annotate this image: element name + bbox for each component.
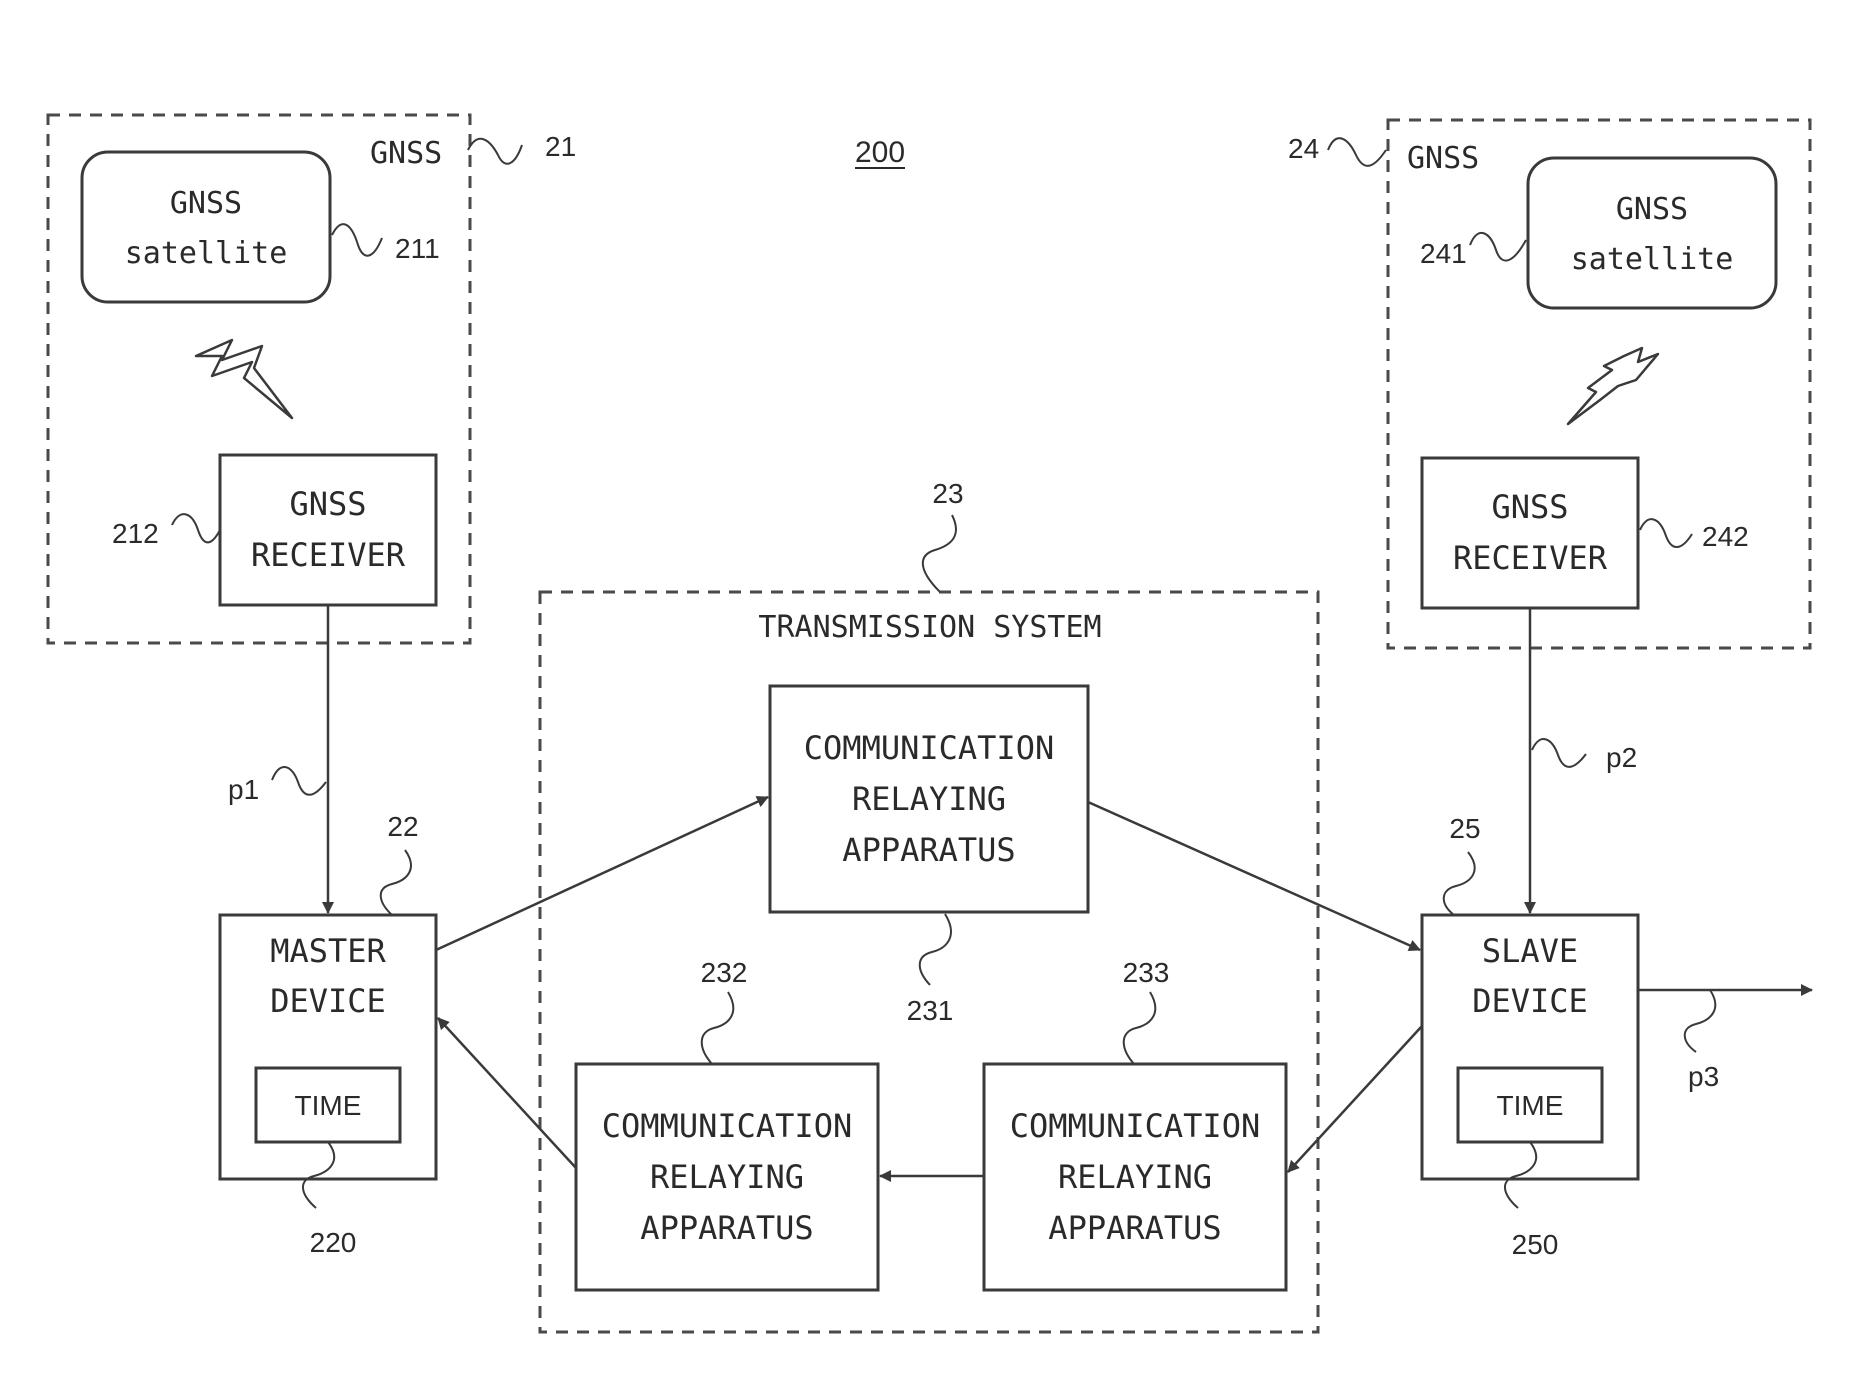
relay-233-leader <box>1124 992 1156 1064</box>
relay-231-ref: 231 <box>907 995 954 1026</box>
transmission-system-ref: 23 <box>932 478 963 509</box>
transmission-system-leader <box>923 515 956 592</box>
master-device-ref: 22 <box>387 811 418 842</box>
left-lightning-icon <box>196 340 292 418</box>
right-gnss-label: GNSS <box>1407 141 1479 176</box>
slave-device-ref: 25 <box>1449 813 1480 844</box>
left-receiver-line1: GNSS <box>289 485 366 523</box>
relay-232-ref: 232 <box>701 957 748 988</box>
transmission-system-label: TRANSMISSION SYSTEM <box>758 610 1101 645</box>
figure-number: 200 <box>855 136 905 169</box>
left-satellite-leader <box>332 224 382 256</box>
right-receiver-leader <box>1640 519 1692 547</box>
relay-233-line1: COMMUNICATION <box>1010 1107 1260 1145</box>
left-receiver-leader <box>172 514 220 542</box>
p3-label: p3 <box>1688 1061 1719 1092</box>
transmission-system-group: TRANSMISSION SYSTEM 23 COMMUNICATION REL… <box>540 478 1318 1332</box>
left-gnss-group: GNSS 21 GNSS satellite 211 GNSS RECEIVER… <box>48 115 576 643</box>
master-to-relay-231-arrow <box>436 797 768 950</box>
left-satellite-line2: satellite <box>125 236 288 271</box>
right-satellite-leader <box>1470 233 1526 261</box>
left-gnss-ref: 21 <box>545 131 576 162</box>
right-gnss-receiver-box <box>1422 458 1638 608</box>
right-satellite-line2: satellite <box>1571 242 1734 277</box>
left-satellite-line1: GNSS <box>170 186 242 221</box>
slave-time-ref: 250 <box>1512 1229 1559 1260</box>
master-device-line2: DEVICE <box>270 982 386 1020</box>
left-gnss-satellite-box <box>82 152 330 302</box>
master-time-ref: 220 <box>310 1227 357 1258</box>
p3-leader <box>1685 990 1716 1052</box>
left-gnss-receiver-box <box>220 455 436 605</box>
relay-231-to-slave-arrow <box>1088 802 1420 950</box>
relay-231-line2: RELAYING <box>852 780 1006 818</box>
right-gnss-satellite-box <box>1528 158 1776 308</box>
left-receiver-ref: 212 <box>112 518 159 549</box>
p2-label: p2 <box>1606 742 1637 773</box>
p2-leader <box>1532 739 1586 767</box>
relay-232-line1: COMMUNICATION <box>602 1107 852 1145</box>
p1-label: p1 <box>228 774 259 805</box>
master-time-label: TIME <box>295 1090 362 1121</box>
relay-233-line2: RELAYING <box>1058 1158 1212 1196</box>
p1-leader <box>272 767 326 795</box>
relay-231-line1: COMMUNICATION <box>804 729 1054 767</box>
relay-231-line3: APPARATUS <box>842 831 1015 869</box>
slave-device-leader <box>1444 852 1475 915</box>
master-device-line1: MASTER <box>270 932 386 970</box>
right-satellite-line1: GNSS <box>1616 192 1688 227</box>
relay-231-leader <box>920 914 951 985</box>
relay-233-ref: 233 <box>1123 957 1170 988</box>
right-receiver-line1: GNSS <box>1491 488 1568 526</box>
relay-232-to-master-arrow <box>438 1018 576 1168</box>
right-receiver-ref: 242 <box>1702 521 1749 552</box>
left-gnss-leader <box>468 139 522 164</box>
slave-device-line2: DEVICE <box>1472 982 1588 1020</box>
left-receiver-line2: RECEIVER <box>251 536 406 574</box>
slave-device-line1: SLAVE <box>1482 932 1578 970</box>
right-lightning-icon <box>1568 348 1658 424</box>
right-gnss-group: GNSS 24 GNSS satellite 241 GNSS RECEIVER… <box>1288 120 1810 648</box>
slave-time-label: TIME <box>1497 1090 1564 1121</box>
relay-233-line3: APPARATUS <box>1048 1209 1221 1247</box>
right-gnss-leader <box>1328 138 1386 166</box>
relay-232-line3: APPARATUS <box>640 1209 813 1247</box>
left-satellite-ref: 211 <box>395 233 440 264</box>
slave-to-relay-233-arrow <box>1288 1026 1422 1172</box>
right-satellite-ref: 241 <box>1420 238 1467 269</box>
right-receiver-line2: RECEIVER <box>1453 539 1608 577</box>
right-gnss-ref: 24 <box>1288 133 1319 164</box>
relay-232-line2: RELAYING <box>650 1158 804 1196</box>
master-device-leader <box>381 850 411 915</box>
left-gnss-label: GNSS <box>370 136 442 171</box>
relay-232-leader <box>702 992 734 1064</box>
